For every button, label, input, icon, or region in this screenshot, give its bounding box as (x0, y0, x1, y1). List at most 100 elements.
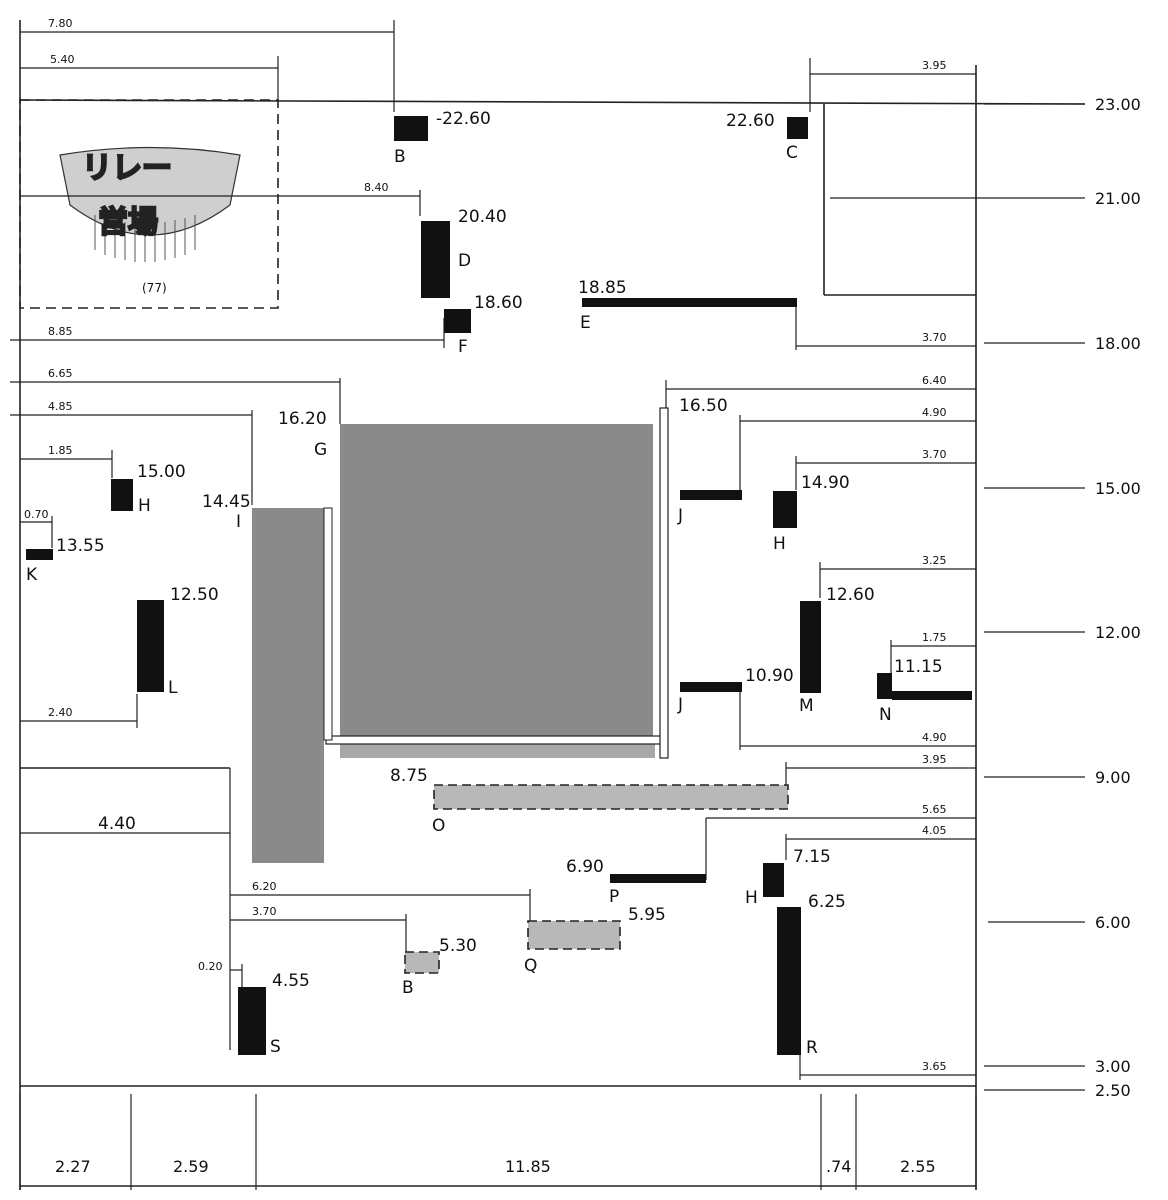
svg-text:F: F (458, 337, 468, 357)
logo-text-line2: 営場 (98, 205, 158, 240)
logo-area: リレー 営場 (77) (19, 99, 279, 309)
svg-text:C: C (786, 143, 798, 163)
svg-text:H: H (745, 888, 758, 908)
svg-text:12.60: 12.60 (826, 585, 875, 605)
svg-text:H: H (773, 534, 786, 554)
dim-3-70-b: 3.70 (922, 448, 947, 461)
svg-text:I: I (236, 512, 241, 532)
logo-text-line1: リレー (82, 151, 172, 186)
dim-3-25: 3.25 (922, 554, 947, 567)
dim-6-40: 6.40 (922, 374, 947, 387)
element-J-bottom: 10.90 J (677, 666, 794, 715)
element-Q: 5.95 Q (524, 905, 666, 976)
svg-text:O: O (432, 816, 445, 836)
scale-15: 15.00 (1095, 479, 1141, 498)
svg-text:D: D (458, 251, 471, 271)
element-B-low: 5.30 B (402, 936, 477, 998)
element-D: 20.40 D (421, 207, 507, 298)
svg-text:G: G (314, 440, 327, 460)
svg-text:5.30: 5.30 (439, 936, 477, 956)
svg-text:7.15: 7.15 (793, 847, 831, 867)
svg-text:22.60: 22.60 (726, 111, 775, 131)
scale-21: 21.00 (1095, 189, 1141, 208)
svg-text:18.85: 18.85 (578, 278, 627, 298)
svg-text:16.20: 16.20 (278, 409, 327, 429)
right-height-scale: 23.00 21.00 18.00 15.00 12.00 9.00 6.00 … (830, 95, 1141, 1100)
dim-8-85: 8.85 (48, 325, 73, 338)
svg-text:4.55: 4.55 (272, 971, 310, 991)
central-frame-right (659, 407, 669, 759)
element-J-top: 16.50 J (677, 396, 742, 526)
bottom-dim-3: 11.85 (505, 1157, 551, 1176)
element-F: 18.60 F (444, 293, 523, 357)
dim-8-40: 8.40 (364, 181, 389, 194)
bottom-width-scale: 2.27 2.59 11.85 .74 2.55 (19, 1094, 977, 1190)
svg-text:6.25: 6.25 (808, 892, 846, 912)
dim-5-65: 5.65 (922, 803, 947, 816)
svg-text:R: R (806, 1038, 818, 1058)
svg-text:6.90: 6.90 (566, 857, 604, 877)
svg-text:11.15: 11.15 (894, 657, 943, 677)
central-grey-area (340, 424, 653, 736)
element-K: 13.55 K (26, 536, 105, 585)
bottom-dim-2: 2.59 (173, 1157, 209, 1176)
dim-4-05: 4.05 (922, 824, 947, 837)
svg-text:L: L (168, 678, 178, 698)
scale-6: 6.00 (1095, 913, 1131, 932)
svg-text:Q: Q (524, 956, 537, 976)
svg-text:-22.60: -22.60 (436, 109, 491, 129)
element-L: 12.50 L (137, 585, 219, 698)
element-H-left: 15.00 H (111, 462, 186, 516)
element-P: 6.90 P (566, 857, 706, 907)
logo-dashed-box (19, 99, 279, 309)
dim-6-65: 6.65 (48, 367, 73, 380)
svg-text:P: P (609, 887, 619, 907)
svg-text:M: M (799, 696, 814, 716)
svg-text:K: K (26, 565, 38, 585)
svg-text:E: E (580, 313, 591, 333)
dim-4-85: 4.85 (48, 400, 73, 413)
dim-3-70-c: 3.70 (252, 905, 277, 918)
dim-4-40: 4.40 (98, 814, 136, 834)
dim-3-95-b: 3.95 (922, 753, 947, 766)
dim-3-70-a: 3.70 (922, 331, 947, 344)
bottom-dim-5: 2.55 (900, 1157, 936, 1176)
scale-9: 9.00 (1095, 768, 1131, 787)
scale-18: 18.00 (1095, 334, 1141, 353)
central-bottom-strip (340, 744, 655, 758)
svg-text:20.40: 20.40 (458, 207, 507, 227)
dim-0-20: 0.20 (198, 960, 223, 973)
dim-1-85: 1.85 (48, 444, 73, 457)
svg-text:14.90: 14.90 (801, 473, 850, 493)
dim-4-90-b: 4.90 (922, 731, 947, 744)
top-wall-line (19, 99, 1086, 105)
dim-2-40: 2.40 (48, 706, 73, 719)
element-I: 14.45 I (202, 492, 333, 863)
svg-text:18.60: 18.60 (474, 293, 523, 313)
svg-text:13.55: 13.55 (56, 536, 105, 556)
svg-text:S: S (270, 1037, 281, 1057)
element-G-block: 16.20 G (278, 407, 669, 759)
scale-3: 3.00 (1095, 1057, 1131, 1076)
scale-23: 23.00 (1095, 95, 1141, 114)
svg-text:10.90: 10.90 (745, 666, 794, 686)
svg-text:J: J (677, 506, 683, 526)
element-H-low: 7.15 H (745, 847, 831, 908)
svg-text:8.75: 8.75 (390, 766, 428, 786)
dim-6-20: 6.20 (252, 880, 277, 893)
element-M: 12.60 M (799, 585, 875, 716)
dim-7-80: 7.80 (48, 17, 73, 30)
element-H-right: 14.90 H (773, 473, 850, 554)
scale-12: 12.00 (1095, 623, 1141, 642)
element-R: 6.25 R (777, 892, 846, 1058)
dim-1-75: 1.75 (922, 631, 947, 644)
dimension-lines: 7.80 5.40 3.95 8.40 8.85 3.70 6.65 4.85 … (10, 17, 976, 1080)
scale-2-5: 2.50 (1095, 1081, 1131, 1100)
svg-text:N: N (879, 705, 892, 725)
svg-text:16.50: 16.50 (679, 396, 728, 416)
logo-number: (77) (142, 281, 167, 295)
dim-3-95-top: 3.95 (922, 59, 947, 72)
element-B-top: -22.60 B (394, 109, 491, 167)
